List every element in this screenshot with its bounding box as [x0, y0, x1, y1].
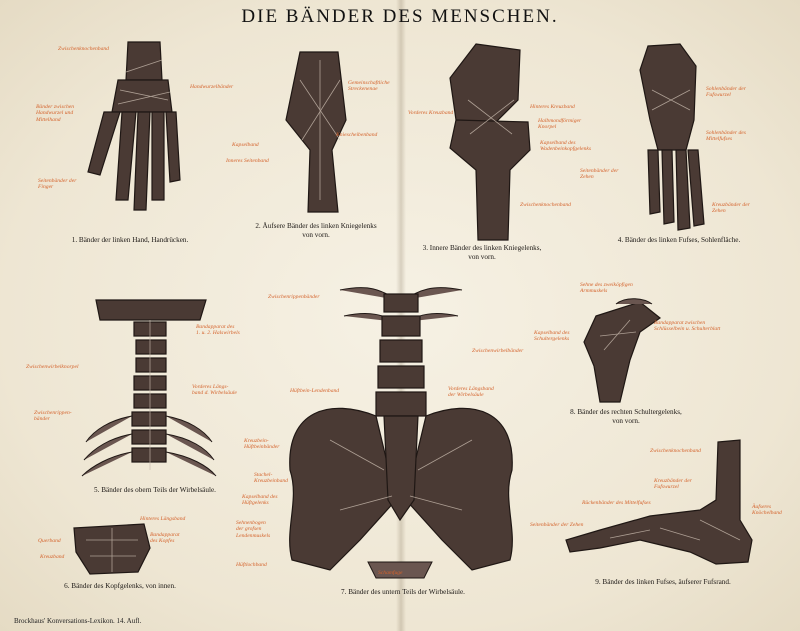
foot-lateral-label-interosseous: Zwischenknochenband: [650, 448, 701, 454]
foot-sole-label-tarsal: Sohlenbänder der Fufswurzel: [706, 86, 746, 99]
caption-fig9: 9. Bänder des linken Fufses, äufserer Fu…: [595, 578, 731, 586]
plate-title: DIE BÄNDER DES MENSCHEN.: [241, 6, 559, 27]
knee-outer-label-patellar: Kniescheibenband: [336, 132, 378, 138]
knee-inner-label-posterior-cruciate: Hinteres Kreuzband: [530, 104, 575, 110]
lower-spine-label-sacroiliac: Kreuzbein- Hüftbeinbänder: [244, 438, 280, 451]
lower-spine-label-sacrospinous: Stachel- Kreuzbeinband: [254, 472, 288, 485]
lower-spine-label-symphysis: Schamfuge: [378, 570, 403, 576]
lower-spine-label-hip-capsule: Kapselband des Hüftgelenks: [242, 494, 278, 507]
knee-inner-label-meniscus: Halbmondförmiger Knorpel: [538, 118, 582, 131]
head-joint-illustration: [73, 523, 151, 575]
knee-outer-label-capsule: Kapselband: [232, 142, 259, 148]
upper-spine-label-intercostal: Zwischenrippen- bänder: [34, 410, 72, 423]
knee-outer-label-medial: Inneres Seitenband: [226, 158, 269, 164]
hand-label-carpometacarpal: Bänder zwischen Handwurzel und Mittelhan…: [36, 104, 75, 123]
knee-inner-label-interosseous: Zwischenknochenband: [520, 202, 571, 208]
foot-sole-label-toe-lateral: Seitenbänder der Zehen: [580, 168, 619, 181]
foot-lateral-label-tarsal-cruciate: Kreuzbänder der Fufswurzel: [654, 478, 692, 491]
caption-fig4: 4. Bänder des linken Fufses, Sohlenfläch…: [617, 236, 741, 244]
knee-inner-label-anterior-cruciate: Vorderes Kreuzband: [408, 110, 454, 116]
lower-spine-illustration: [289, 287, 513, 579]
head-joint-label-posterior-longitudinal: Hinteres Längsband: [140, 516, 186, 522]
caption-fig7: 7. Bänder des untern Teils der Wirbelsäu…: [341, 588, 465, 596]
knee-inner-illustration: [449, 43, 531, 241]
foot-sole-label-metatarsal: Sohlenbänder des Mittelfufses: [706, 130, 746, 143]
shoulder-label-acromioclavicular: Bandapparat zwischen Schlüsselbein u. Sc…: [654, 320, 721, 333]
lower-spine-label-intervertebral: Zwischenwirbelbänder: [472, 348, 524, 354]
footer-source: Brockhaus' Konversations-Lexikon. 14. Au…: [14, 617, 142, 625]
head-joint-label-head-apparatus: Bandapparat des Kopfes: [150, 532, 180, 545]
lower-spine-label-psoas-arch: Sehnenbogen der grofsen Lendenmuskels: [236, 520, 271, 539]
foot-lateral-label-toe-lateral: Seitenbänder der Zehen: [530, 522, 584, 528]
foot-lateral-label-lateral-malleolar: Äufseres Knöchelband: [752, 504, 782, 517]
hand-label-carpal: Handwurzelbänder: [190, 84, 234, 90]
head-joint-label-transverse: Querband: [38, 538, 61, 544]
caption-fig5: 5. Bänder des obern Teils der Wirbelsäul…: [94, 486, 216, 494]
lower-spine-label-intercostal: Zwischenrippenbänder: [268, 294, 320, 300]
shoulder-illustration: [583, 298, 662, 403]
caption-fig6: 6. Bänder des Kopfgelenks, von innen.: [64, 582, 176, 590]
upper-spine-label-atlas: Bandapparat des 1. u. 2. Halswirbels: [196, 324, 240, 337]
hand-label-finger-lateral: Seitenbänder der Finger: [38, 178, 77, 191]
caption-fig8: 8. Bänder des rechten Schultergelenks, v…: [570, 408, 682, 425]
foot-sole-illustration: [639, 43, 705, 231]
head-joint-label-cruciate: Kreuzband: [40, 554, 65, 560]
lower-spine-label-obturator: Hüftlochband: [236, 562, 267, 568]
shoulder-label-biceps-tendon: Sehne des zweiköpfigen Armmuskels: [580, 282, 633, 295]
knee-inner-label-fibula-capsule: Kapselband des Wadenbeinkopfgelenks: [540, 140, 592, 153]
knee-outer-illustration: [285, 51, 347, 213]
upper-spine-label-disc: Zwischenwirbelknorpel: [26, 364, 79, 370]
upper-spine-illustration: [81, 299, 217, 477]
foot-lateral-label-metatarsal-dorsal: Rückenbänder des Mittelfufses: [582, 500, 651, 506]
foot-sole-label-toe-cruciate: Kreuzbänder der Zehen: [712, 202, 750, 215]
shoulder-label-capsule: Kapselband des Schultergelenks: [534, 330, 570, 343]
lower-spine-label-iliolumbar: Hüftbein-Lendenband: [290, 388, 340, 394]
caption-fig3: 3. Innere Bänder des linken Kniegelenks,…: [422, 244, 542, 261]
knee-outer-label-tendon: Gemeinschaftliche Streckenenae: [348, 80, 390, 93]
foot-lateral-illustration: [565, 439, 753, 565]
caption-fig2: 2. Äufsere Bänder des linken Kniegelenks…: [255, 222, 377, 239]
lower-spine-label-anterior-longitudinal: Vorderes Längsband der Wirbelsäule: [448, 386, 494, 399]
hand-label-interosseous: Zwischenknochenband: [58, 46, 109, 52]
upper-spine-label-anterior-longitudinal: Vorderes Längs- band d. Wirbelsäule: [192, 384, 237, 397]
hand-illustration: [87, 41, 181, 211]
caption-fig1: 1. Bänder der linken Hand, Handrücken.: [71, 236, 189, 244]
